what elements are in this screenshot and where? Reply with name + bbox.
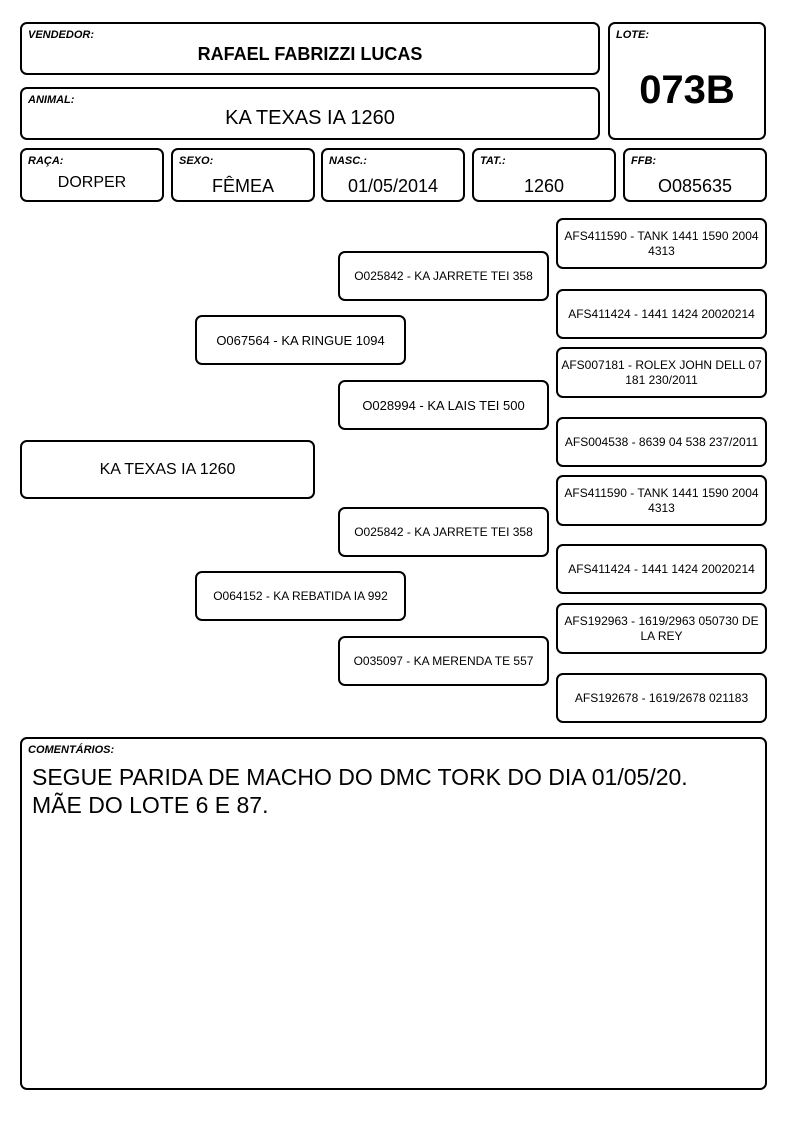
comentarios-box: COMENTÁRIOS: SEGUE PARIDA DE MACHO DO DM… (20, 737, 767, 1090)
lote-value: 073B (639, 68, 735, 112)
lote-label: LOTE: (616, 29, 649, 41)
nasc-label: NASC.: (329, 155, 367, 167)
animal-value: KA TEXAS IA 1260 (225, 107, 395, 129)
pedigree-sire-sire-sire: AFS411590 - TANK 1441 1590 2004 4313 (556, 218, 767, 269)
pedigree-sire-dam: O028994 - KA LAIS TEI 500 (338, 380, 549, 430)
comentarios-text: SEGUE PARIDA DE MACHO DO DMC TORK DO DIA… (32, 763, 755, 819)
tat-value: 1260 (523, 176, 565, 196)
comentarios-label: COMENTÁRIOS: (28, 744, 115, 756)
raca-value: DORPER (57, 174, 127, 191)
sexo-box: SEXO: FÊMEA (171, 148, 315, 202)
nasc-value: 01/05/2014 (347, 176, 439, 196)
tat-box: TAT.: 1260 (472, 148, 616, 202)
pedigree-sire-sire: O025842 - KA JARRETE TEI 358 (338, 251, 549, 301)
raca-label: RAÇA: (28, 155, 64, 167)
comentarios-line-2: MÃE DO LOTE 6 E 87. (32, 792, 269, 818)
raca-box: RAÇA: DORPER (20, 148, 164, 202)
lote-box: LOTE: 073B (608, 22, 766, 140)
ffb-box: FFB: O085635 (623, 148, 767, 202)
pedigree-sire: O067564 - KA RINGUE 1094 (195, 315, 406, 365)
comentarios-line-1: SEGUE PARIDA DE MACHO DO DMC TORK DO DIA… (32, 764, 688, 790)
pedigree-dam-dam-dam: AFS192678 - 1619/2678 021183 (556, 673, 767, 723)
pedigree-animal: KA TEXAS IA 1260 (20, 440, 315, 499)
pedigree-sire-sire-dam: AFS411424 - 1441 1424 20020214 (556, 289, 767, 339)
pedigree-sire-dam-dam: AFS004538 - 8639 04 538 237/2011 (556, 417, 767, 467)
vendedor-value: RAFAEL FABRIZZI LUCAS (197, 44, 423, 64)
animal-label: ANIMAL: (28, 94, 75, 106)
pedigree-dam-sire-sire: AFS411590 - TANK 1441 1590 2004 4313 (556, 475, 767, 526)
sexo-value: FÊMEA (211, 176, 274, 196)
pedigree-dam: O064152 - KA REBATIDA IA 992 (195, 571, 406, 621)
vendedor-label: VENDEDOR: (28, 29, 95, 41)
sexo-label: SEXO: (179, 155, 214, 167)
ffb-value: O085635 (657, 176, 733, 196)
pedigree-sire-dam-sire: AFS007181 - ROLEX JOHN DELL 07 181 230/2… (556, 347, 767, 398)
pedigree-dam-dam-sire: AFS192963 - 1619/2963 050730 DE LA REY (556, 603, 767, 654)
pedigree-dam-dam: O035097 - KA MERENDA TE 557 (338, 636, 549, 686)
pedigree-dam-sire: O025842 - KA JARRETE TEI 358 (338, 507, 549, 557)
ffb-label: FFB: (631, 155, 657, 167)
pedigree-dam-sire-dam: AFS411424 - 1441 1424 20020214 (556, 544, 767, 594)
nasc-box: NASC.: 01/05/2014 (321, 148, 465, 202)
animal-box: ANIMAL: KA TEXAS IA 1260 (20, 87, 600, 140)
tat-label: TAT.: (480, 155, 506, 167)
vendedor-box: VENDEDOR: RAFAEL FABRIZZI LUCAS (20, 22, 600, 75)
